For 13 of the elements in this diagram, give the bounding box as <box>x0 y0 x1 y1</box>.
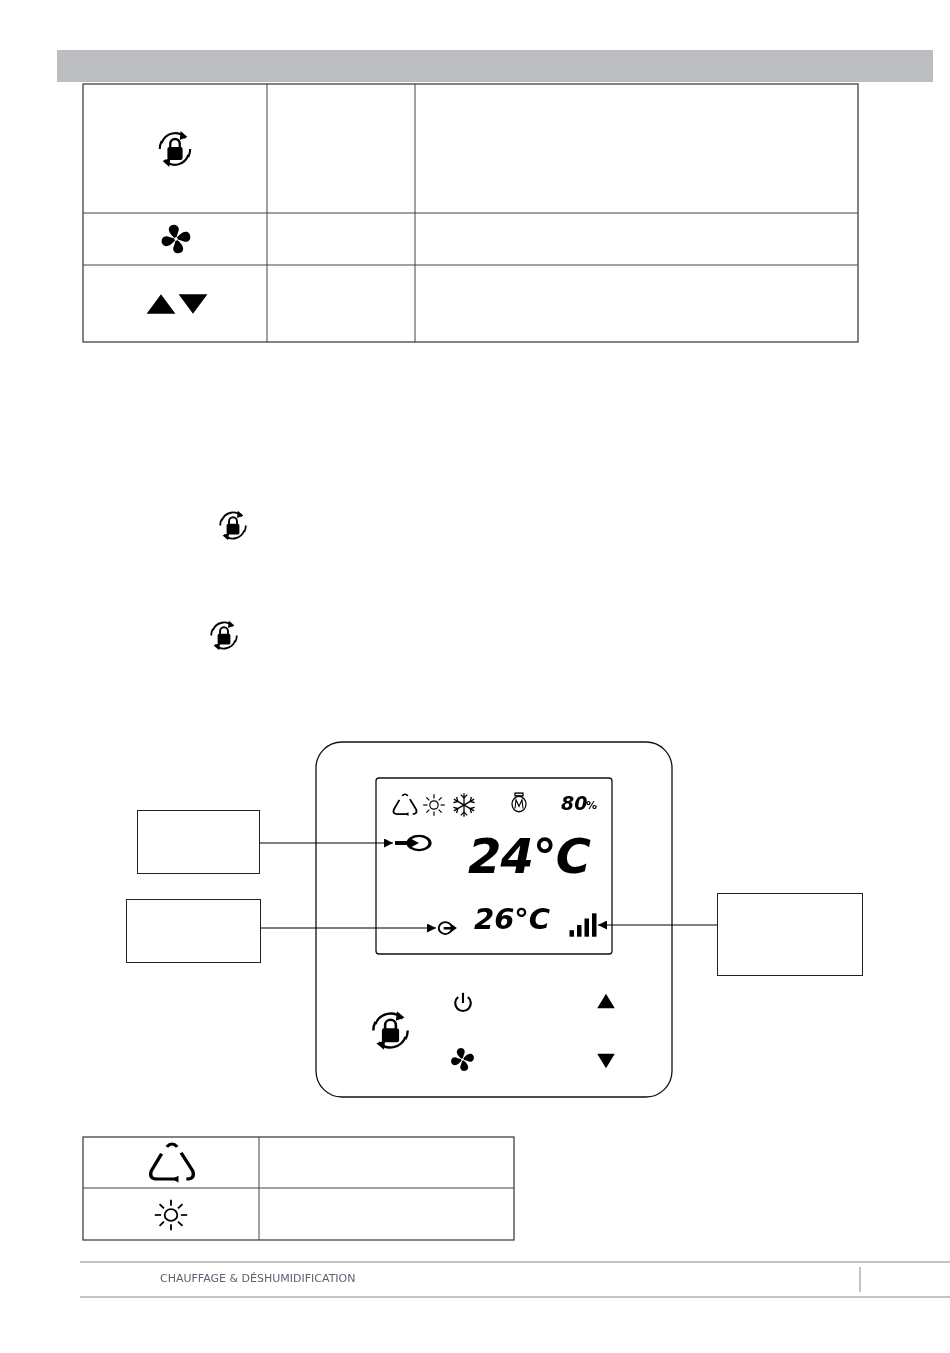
room-temperature-reading: 24°C <box>468 832 591 880</box>
footer-text: CHAUFFAGE & DÉSHUMIDIFICATION <box>160 1273 356 1284</box>
percent-sign: % <box>586 800 598 811</box>
callout-box <box>717 893 863 976</box>
set-temperature-icon <box>436 918 458 938</box>
arrow <box>597 920 718 930</box>
humidity-value: 80 <box>561 794 588 813</box>
callout-box <box>126 899 261 963</box>
arrow <box>260 923 437 933</box>
set-temperature-reading: 26°C <box>474 905 551 934</box>
arrow <box>259 838 394 848</box>
callout-box <box>137 810 260 874</box>
fan-speed-bars-icon <box>568 912 598 938</box>
